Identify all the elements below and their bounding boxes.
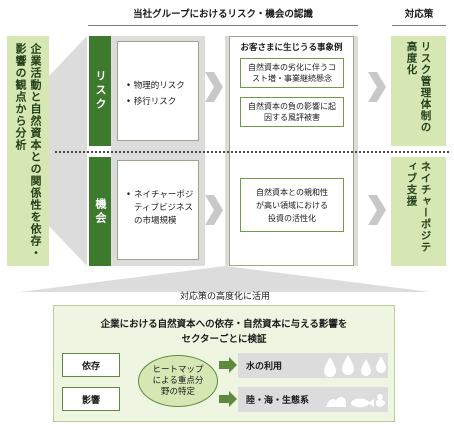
- arrow-to-land: [219, 391, 237, 407]
- recognition-header: 当社グループにおけるリスク・機会の認識: [133, 9, 313, 20]
- risk-opportunity-divider: [55, 151, 449, 153]
- risk-item-physical: • 物理的リスク: [126, 81, 185, 91]
- water-drops-icon: [324, 355, 386, 377]
- dependency-label: 依存: [62, 353, 120, 377]
- chevron-risk-2: [368, 72, 386, 102]
- heatmap-ellipse: ヒートマップによる重点分野の特定: [138, 355, 218, 407]
- land-sea-eco-label: 陸・海・生態系: [246, 396, 310, 406]
- opportunity-bar-label: 機会: [94, 197, 107, 226]
- risk-bar: リスク: [89, 36, 111, 146]
- risk-item-transition: • 移行リスク: [126, 97, 177, 107]
- opportunity-item: • ネイチャーポジティブビジネスの市場規模: [126, 189, 198, 228]
- response-header-line: [392, 25, 446, 26]
- risk-response-box: リスク管理体制の高度化: [391, 36, 446, 146]
- recognition-header-line: [88, 25, 358, 26]
- chevron-risk-1: [205, 72, 223, 102]
- arrow-to-water: [219, 357, 237, 373]
- cases-title: お客さまに生じうる事象例: [240, 43, 343, 53]
- impact-label: 影響: [62, 387, 120, 411]
- flow-label: 対応策の高度化に活用: [179, 292, 270, 302]
- water-use-label: 水の利用: [246, 362, 283, 372]
- up-arrow: [20, 266, 430, 292]
- opportunity-items-panel: • ネイチャーポジティブビジネスの市場規模: [117, 160, 199, 260]
- risk-item-transition-label: 移行リスク: [133, 97, 177, 107]
- opportunity-item-label: ネイチャーポジティブビジネスの市場規模: [134, 190, 194, 226]
- risk-bar-label: リスク: [94, 70, 107, 112]
- bottom-title-line2: セクターごとに検証: [181, 334, 267, 345]
- response-header: 対応策: [404, 9, 434, 20]
- opportunity-response-label: ネイチャーポジティブ支援: [405, 160, 432, 253]
- opportunity-case-investment: 自然資本との親和性が高い領域における投資の活性化: [240, 178, 344, 232]
- opportunity-bar: 機会: [89, 157, 111, 266]
- ecosystem-icon: [326, 394, 385, 408]
- chevron-opp-2: [368, 195, 386, 225]
- risk-response-label: リスク管理体制の高度化: [405, 41, 432, 133]
- risk-case-reputation: 自然資本の負の影響に起因する風評被害: [240, 97, 344, 127]
- chevron-opp-1: [205, 195, 223, 225]
- analysis-label: 企業活動と自然資本との関係性を依存・影響の観点から分析: [14, 43, 42, 259]
- risk-case-cost: 自然資本の劣化に伴うコスト増・事業継続懸念: [240, 58, 344, 88]
- analysis-label-box: 企業活動と自然資本との関係性を依存・影響の観点から分析: [7, 36, 49, 266]
- opportunity-response-box: ネイチャーポジティブ支援: [391, 157, 446, 266]
- risk-item-physical-label: 物理的リスク: [133, 81, 185, 91]
- bottom-title-line1: 企業における自然資本への依存・自然資本に与える影響を: [100, 319, 348, 330]
- risk-items-panel: • 物理的リスク • 移行リスク: [117, 41, 199, 141]
